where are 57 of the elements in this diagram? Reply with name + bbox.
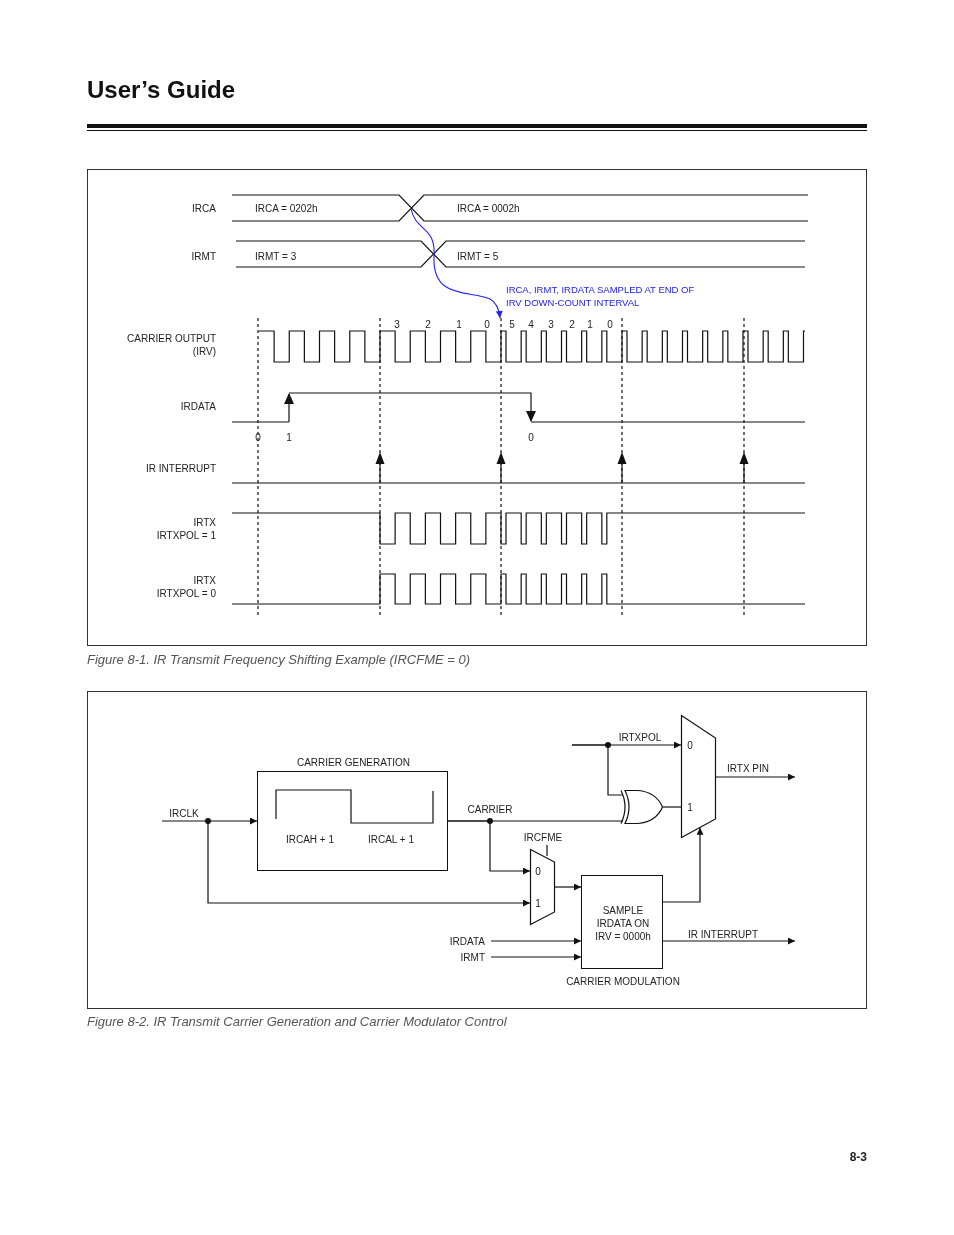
count-value: 2 (569, 317, 575, 331)
page-title: User’s Guide (87, 75, 236, 105)
block-title: CARRIER MODULATION (566, 974, 680, 988)
signal-arrow (447, 820, 531, 875)
count-value: 2 (425, 317, 431, 331)
mux-input-label: 1 (535, 896, 541, 910)
signal-name: IRMT (191, 249, 216, 263)
timing-label: IRCAL + 1 (368, 832, 414, 846)
mux-input-label: 1 (687, 800, 693, 814)
signal-arrow (161, 817, 258, 825)
edge-label: IRTXPOL (618, 730, 662, 744)
page-number: 8-3 (849, 1150, 867, 1164)
edge-label: IRMT (460, 950, 485, 964)
signal-arrow (207, 820, 531, 907)
count-value: 1 (456, 317, 462, 331)
edge-label: IRDATA (449, 934, 485, 948)
signal-arrow (490, 953, 582, 961)
count-value: 4 (528, 317, 534, 331)
timing-label: IRCAH + 1 (285, 832, 335, 846)
signal-name: IRCA (192, 201, 216, 215)
select-label: IRCFME (523, 830, 563, 844)
signal-arrow (662, 827, 704, 903)
signal-arrow (662, 937, 796, 945)
signal-arrow (490, 937, 582, 945)
signal-line (571, 744, 624, 796)
edge-label: IR INTERRUPT (688, 927, 758, 941)
count-value: 0 (607, 317, 613, 331)
edge-label: IRTX PIN (727, 761, 769, 775)
bit-value: 0 (255, 430, 261, 444)
signal-line (662, 806, 682, 808)
signal-name: IRDATA (180, 399, 216, 413)
bus-value: IRMT = 3 (255, 249, 297, 263)
figure-caption: Figure 8-2. IR Transmit Carrier Generation and Carrier Modulator Control (87, 1014, 507, 1029)
count-value: 1 (587, 317, 593, 331)
signal-name: IR INTERRUPT (146, 461, 216, 475)
mux-input-label: 0 (535, 864, 541, 878)
edge-label: IRCLK (169, 806, 199, 820)
signal-name: IRTX IRTXPOL = 0 (155, 573, 216, 600)
figure-caption: Figure 8-1. IR Transmit Frequency Shifting Example (IRCFME = 0) (87, 652, 471, 667)
annotation-note: IRCA, IRMT, IRDATA SAMPLED AT END OF IRV DOWN-COUNT INTERVAL (506, 282, 696, 309)
bit-value: 0 (528, 430, 534, 444)
count-value: 3 (394, 317, 400, 331)
bus-value: IRCA = 0202h (255, 201, 318, 215)
count-value: 3 (548, 317, 554, 331)
count-value: 0 (484, 317, 490, 331)
count-value: 5 (509, 317, 515, 331)
edge-label: CARRIER (467, 802, 513, 816)
bus-value: IRCA = 0002h (457, 201, 520, 215)
signal-arrow (554, 883, 582, 891)
signal-name: CARRIER OUTPUT (IRV) (126, 331, 216, 358)
mux-input-label: 0 (687, 738, 693, 752)
signal-arrow (715, 773, 796, 781)
bit-value: 1 (286, 430, 292, 444)
block-text: SAMPLE IRDATA ON IRV = 0000h (594, 903, 652, 943)
signal-name: IRTX IRTXPOL = 1 (155, 515, 216, 542)
bus-value: IRMT = 5 (457, 249, 499, 263)
block-title: CARRIER GENERATION (296, 755, 411, 769)
